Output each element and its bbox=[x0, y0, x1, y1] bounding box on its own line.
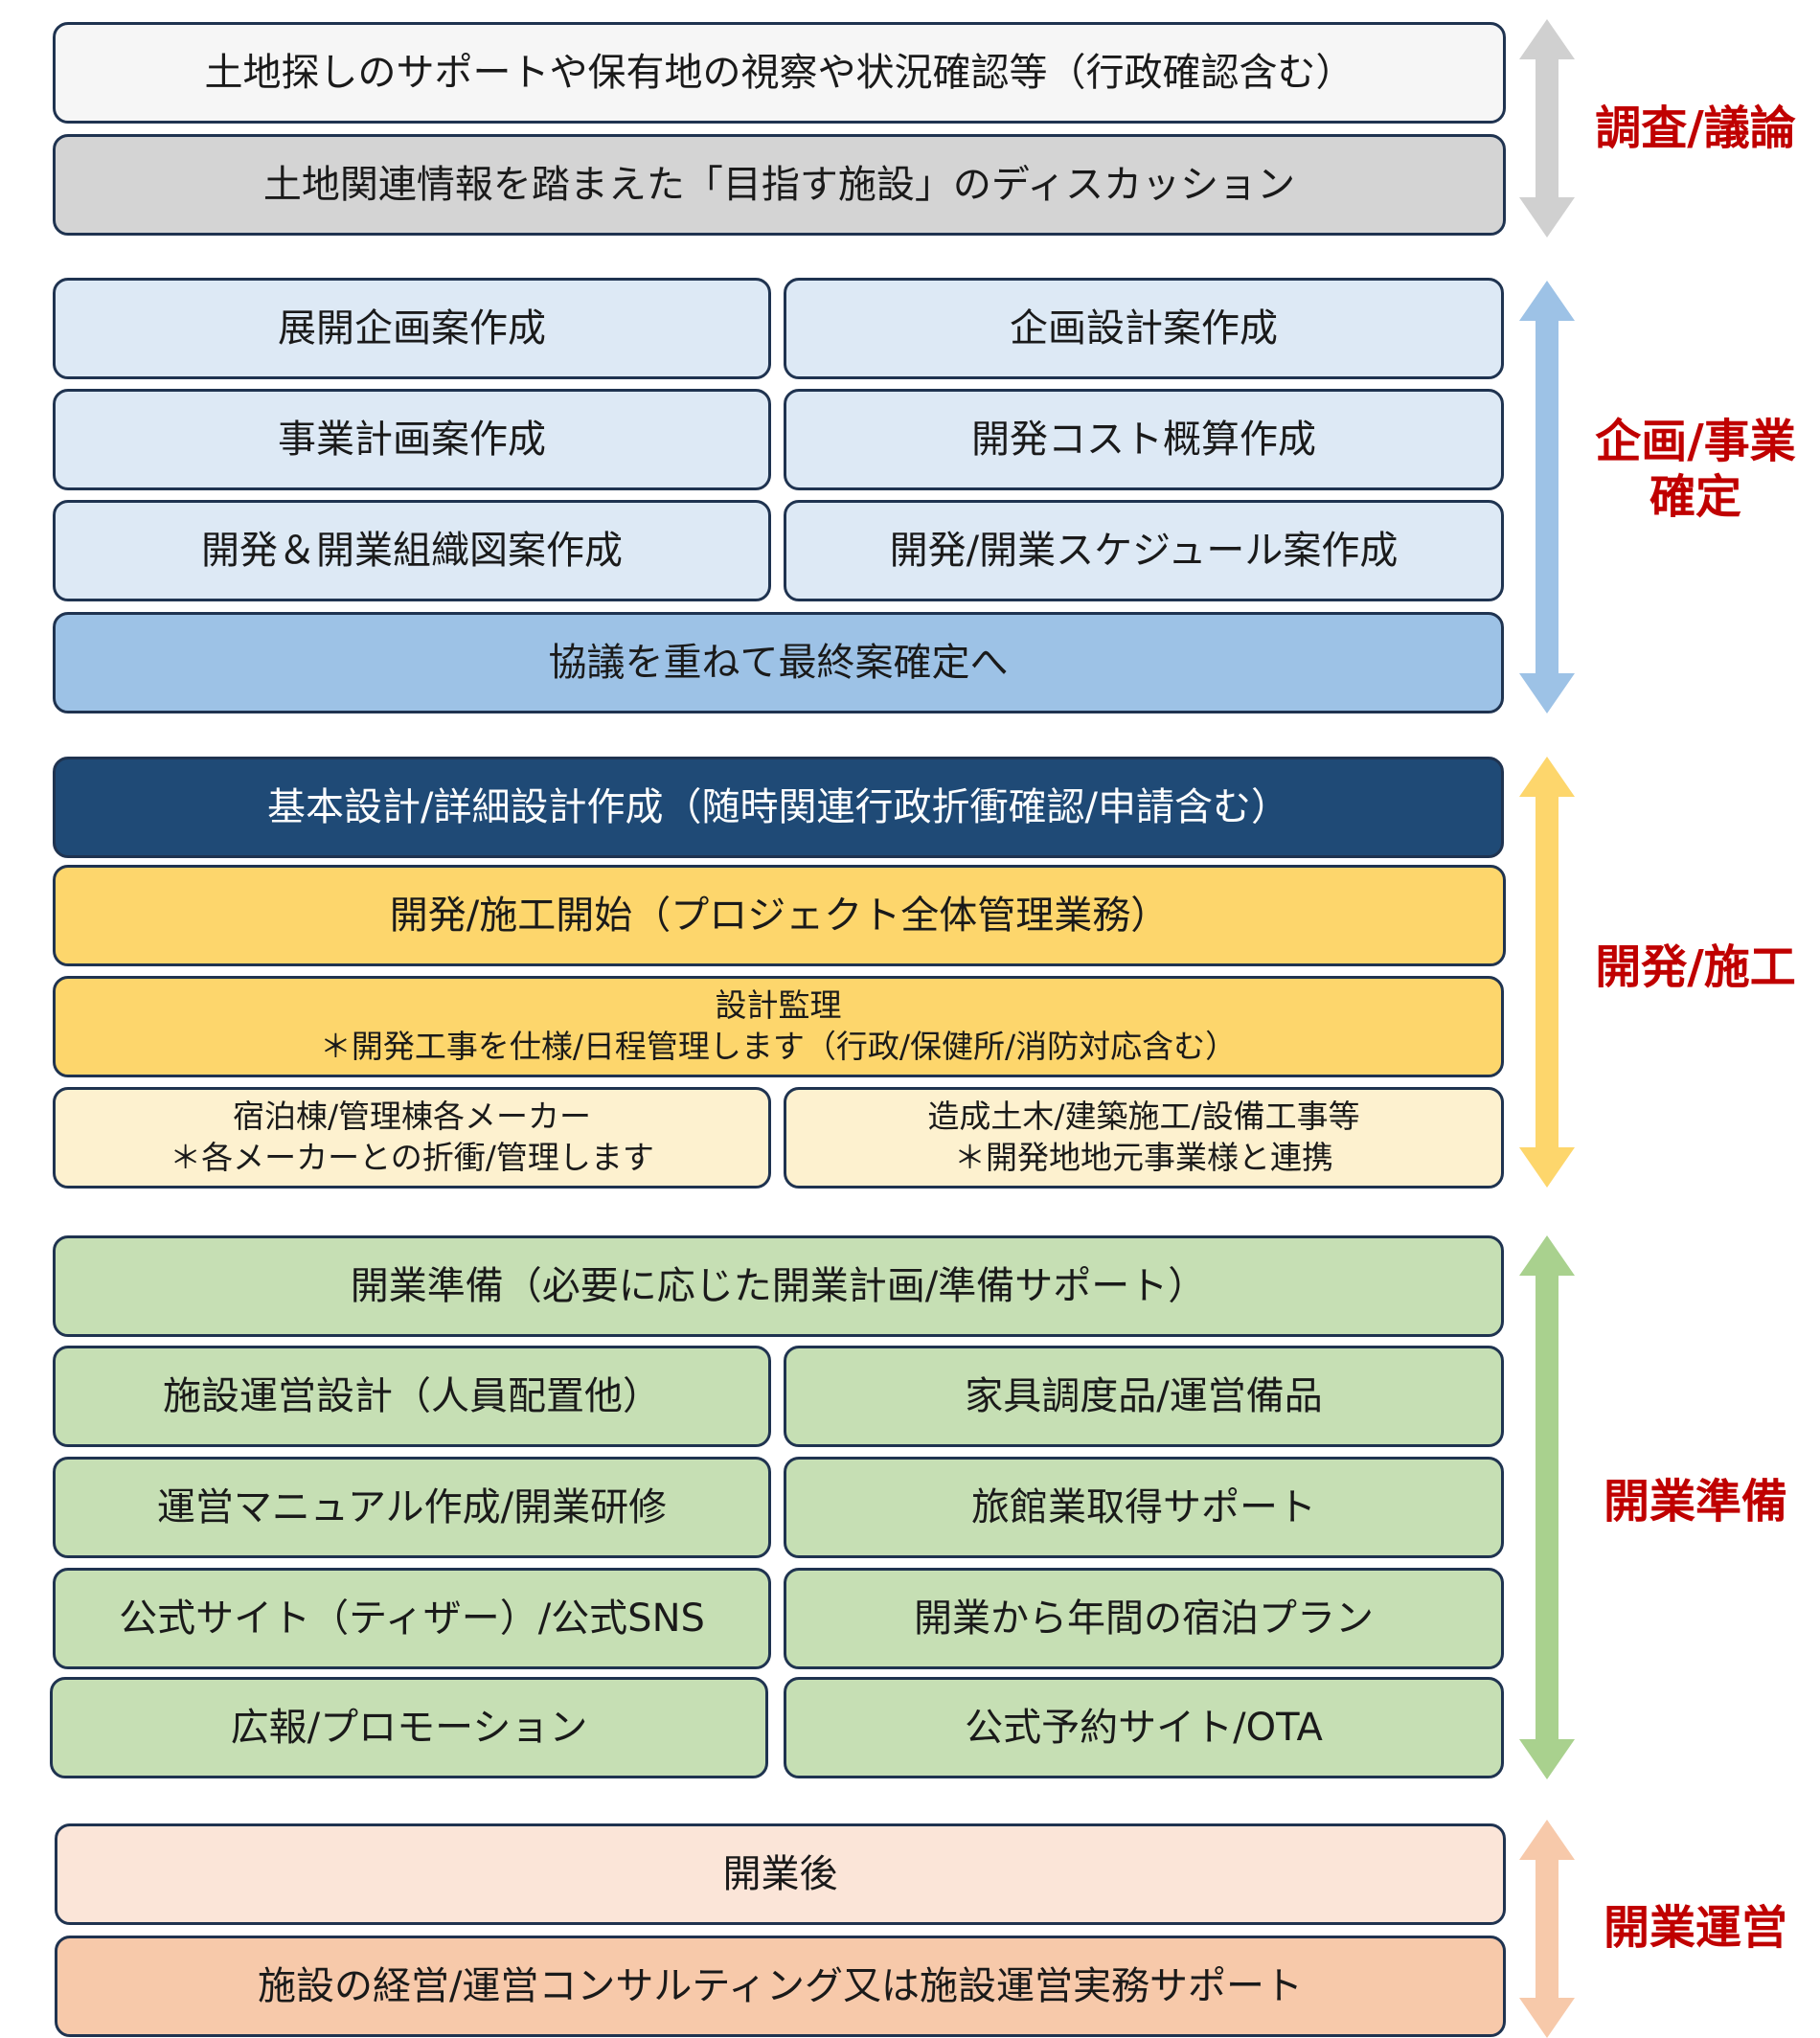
business-plan-box: 事業計画案作成 bbox=[53, 389, 771, 490]
operation-stage-label: 開業運営 bbox=[1603, 1901, 1787, 1955]
survey-stage-label: 調査/議論 bbox=[1595, 102, 1796, 155]
design-plan-box: 企画設計案作成 bbox=[784, 278, 1504, 379]
civil-works-box: 造成土木/建築施工/設備工事等 ＊開発地地元事業様と連携 bbox=[784, 1087, 1504, 1189]
ryokan-license-box: 旅館業取得サポート bbox=[784, 1457, 1504, 1558]
land-search-box: 土地探しのサポートや保有地の視察や状況確認等（行政確認含む） bbox=[53, 22, 1506, 124]
cost-estimate-box: 開発コスト概算作成 bbox=[784, 389, 1504, 490]
furniture-box: 家具調度品/運営備品 bbox=[784, 1346, 1504, 1447]
development-arrow bbox=[1519, 757, 1575, 1188]
survey-arrow bbox=[1519, 19, 1575, 238]
operation-arrow bbox=[1519, 1820, 1575, 2038]
planning-stage-label: 企画/事業 確定 bbox=[1595, 415, 1796, 524]
consulting-box: 施設の経営/運営コンサルティング又は施設運営実務サポート bbox=[55, 1936, 1506, 2037]
official-site-box: 公式サイト（ティザー）/公式SNS bbox=[53, 1568, 771, 1669]
survey-arrow-shape bbox=[1519, 19, 1575, 238]
supervision-box: 設計監理 ＊開発工事を仕様/日程管理します（行政/保健所/消防対応含む） bbox=[53, 976, 1504, 1077]
construction-start-box: 開発/施工開始（プロジェクト全体管理業務） bbox=[53, 865, 1506, 966]
basic-design-box: 基本設計/詳細設計作成（随時関連行政折衝確認/申請含む） bbox=[53, 757, 1504, 858]
preparation-stage-label: 開業準備 bbox=[1603, 1475, 1787, 1528]
planning-arrow bbox=[1519, 281, 1575, 713]
operation-arrow-shape bbox=[1519, 1820, 1575, 2038]
annual-plan-box: 開業から年間の宿泊プラン bbox=[784, 1568, 1504, 1669]
after-opening-box: 開業後 bbox=[55, 1823, 1506, 1925]
preparation-arrow bbox=[1519, 1235, 1575, 1779]
lodging-makers-box: 宿泊棟/管理棟各メーカー ＊各メーカーとの折衝/管理します bbox=[53, 1087, 771, 1189]
final-plan-box: 協議を重ねて最終案確定へ bbox=[53, 612, 1504, 713]
facility-discussion-box: 土地関連情報を踏まえた「目指す施設」のディスカッション bbox=[53, 134, 1506, 236]
planning-arrow-shape bbox=[1519, 281, 1575, 713]
development-stage-label: 開発/施工 bbox=[1595, 940, 1796, 994]
preparation-arrow-shape bbox=[1519, 1235, 1575, 1779]
manual-box: 運営マニュアル作成/開業研修 bbox=[53, 1457, 771, 1558]
schedule-box: 開発/開業スケジュール案作成 bbox=[784, 500, 1504, 601]
expansion-plan-box: 展開企画案作成 bbox=[53, 278, 771, 379]
booking-site-box: 公式予約サイト/OTA bbox=[784, 1677, 1504, 1778]
operation-design-box: 施設運営設計（人員配置他） bbox=[53, 1346, 771, 1447]
opening-prep-box: 開業準備（必要に応じた開業計画/準備サポート） bbox=[53, 1235, 1504, 1337]
development-arrow-shape bbox=[1519, 757, 1575, 1188]
org-chart-box: 開発＆開業組織図案作成 bbox=[53, 500, 771, 601]
pr-box: 広報/プロモーション bbox=[50, 1677, 768, 1778]
